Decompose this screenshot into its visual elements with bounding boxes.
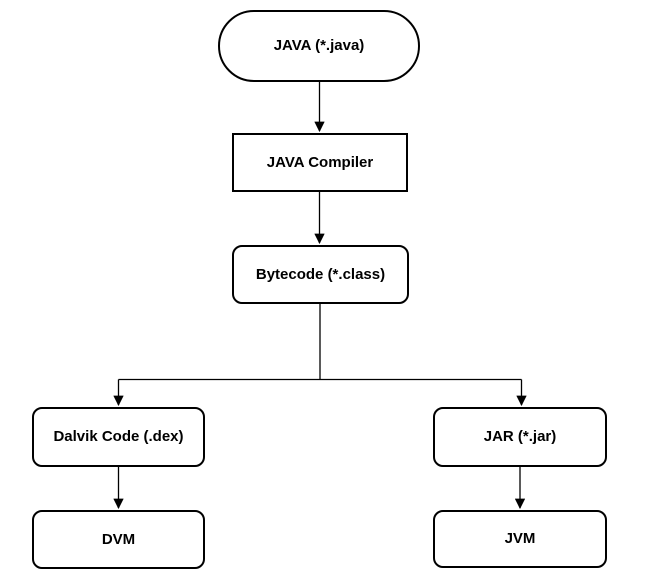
node-bytecode: Bytecode (*.class): [232, 245, 409, 304]
node-java-source-label: JAVA (*.java): [273, 37, 365, 54]
node-java-compiler: JAVA Compiler: [232, 133, 408, 192]
node-dalvik-code: Dalvik Code (.dex): [32, 407, 205, 467]
node-dvm-label: DVM: [101, 530, 136, 548]
node-jar: JAR (*.jar): [433, 407, 607, 467]
node-java-source: JAVA (*.java): [218, 10, 420, 82]
node-dalvik-code-label: Dalvik Code (.dex): [53, 428, 184, 445]
node-jvm-label: JVM: [504, 530, 536, 547]
node-dvm: DVM: [32, 510, 205, 569]
node-bytecode-label: Bytecode (*.class): [255, 265, 386, 283]
node-java-compiler-label: JAVA Compiler: [266, 153, 374, 171]
node-jar-label: JAR (*.jar): [483, 428, 557, 445]
node-jvm: JVM: [433, 510, 607, 568]
